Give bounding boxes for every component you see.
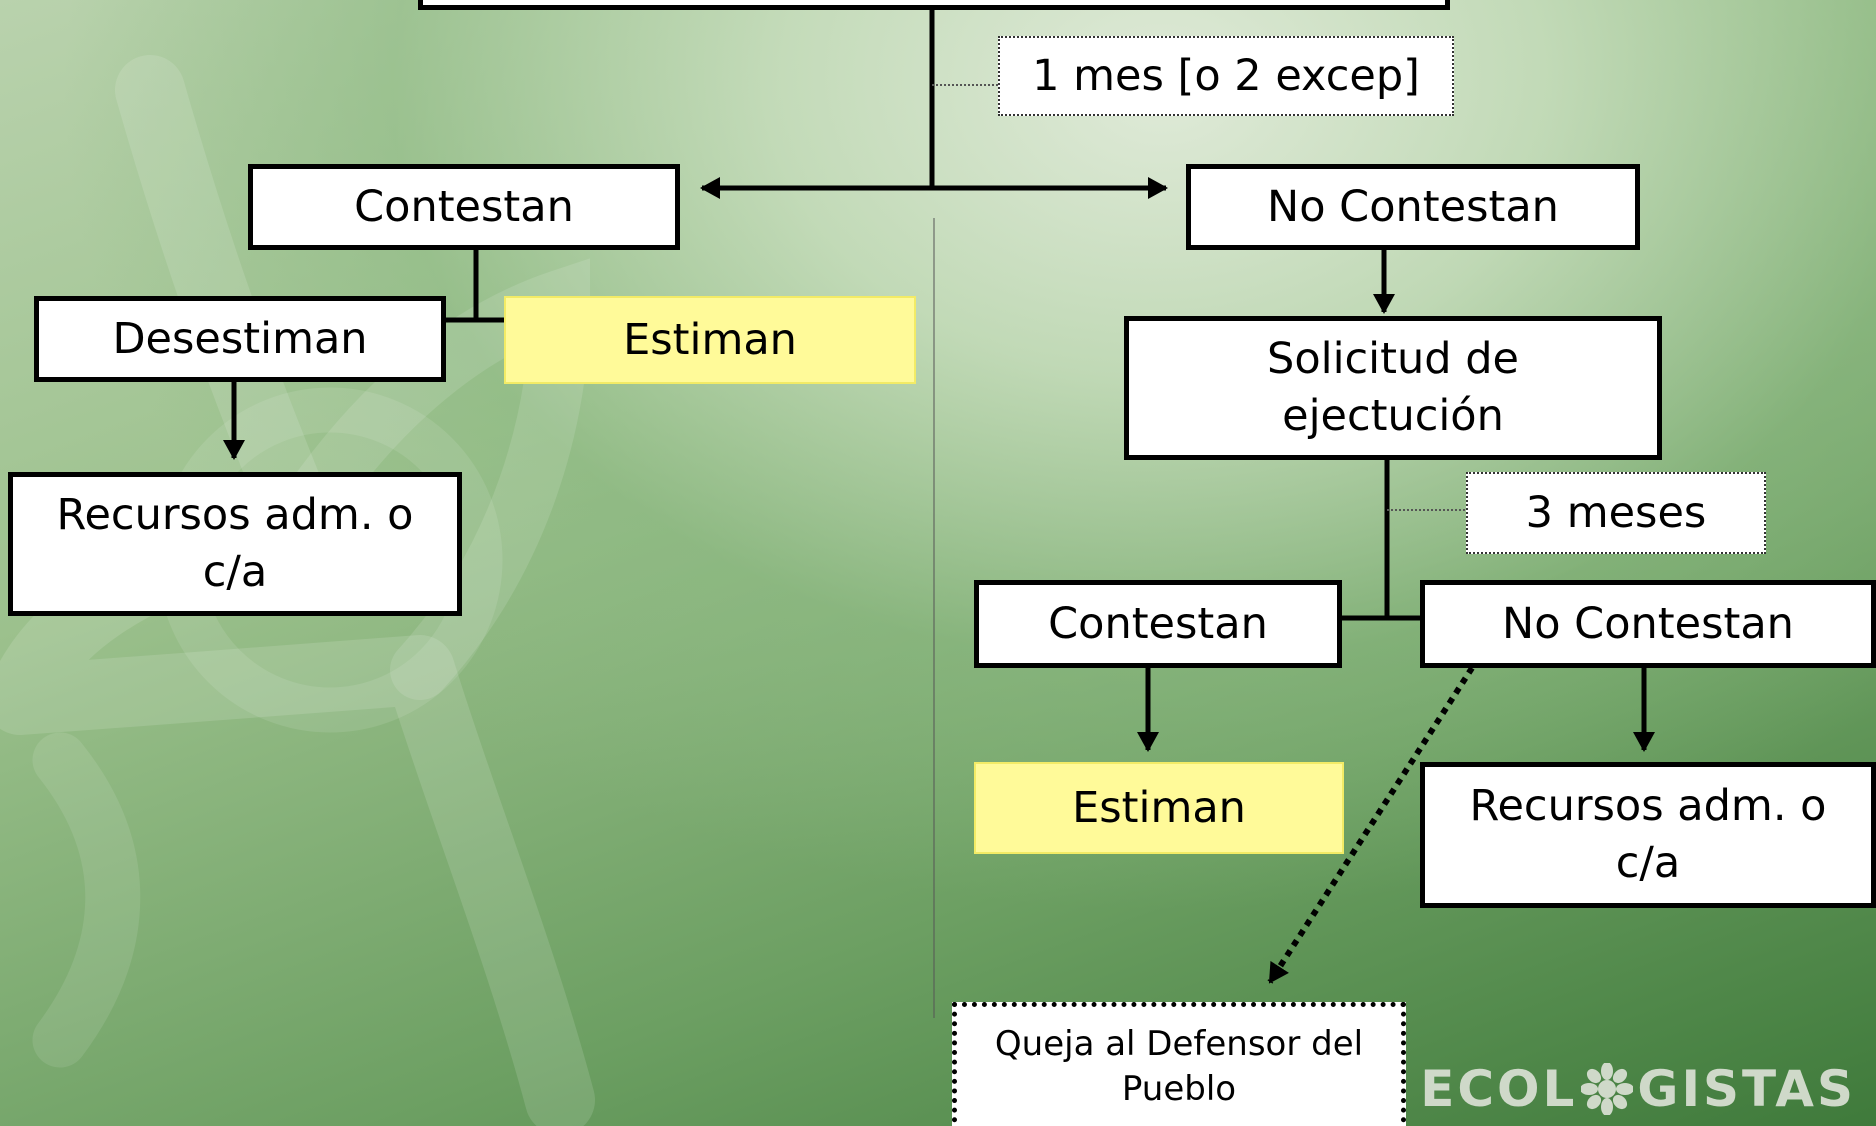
desestiman-node: Desestiman bbox=[34, 296, 446, 382]
deadline-2-label: 3 meses bbox=[1466, 472, 1766, 554]
contestan-node: Contestan bbox=[248, 164, 680, 250]
dotted-arrow-to-queja bbox=[1267, 666, 1475, 984]
sub-contestan-node: Contestan bbox=[974, 580, 1342, 668]
sub-no-contestan-node: No Contestan bbox=[1420, 580, 1876, 668]
flower-emblem-icon bbox=[1581, 1063, 1634, 1115]
queja-node: Queja al Defensor del Pueblo bbox=[952, 1002, 1406, 1126]
estiman-node-bottom: Estiman bbox=[974, 762, 1344, 854]
top-node-partial bbox=[418, 0, 1450, 10]
solicitud-node: Solicitud de ejectución bbox=[1124, 316, 1662, 460]
estiman-node-top: Estiman bbox=[504, 296, 916, 384]
deadline-1-label: 1 mes [o 2 excep] bbox=[998, 36, 1454, 116]
recursos-right-node: Recursos adm. o c/a bbox=[1420, 762, 1876, 908]
recursos-left-node: Recursos adm. o c/a bbox=[8, 472, 462, 616]
ecologistas-logo: ECOL GISTAS bbox=[1420, 1060, 1856, 1118]
no-contestan-node: No Contestan bbox=[1186, 164, 1640, 250]
